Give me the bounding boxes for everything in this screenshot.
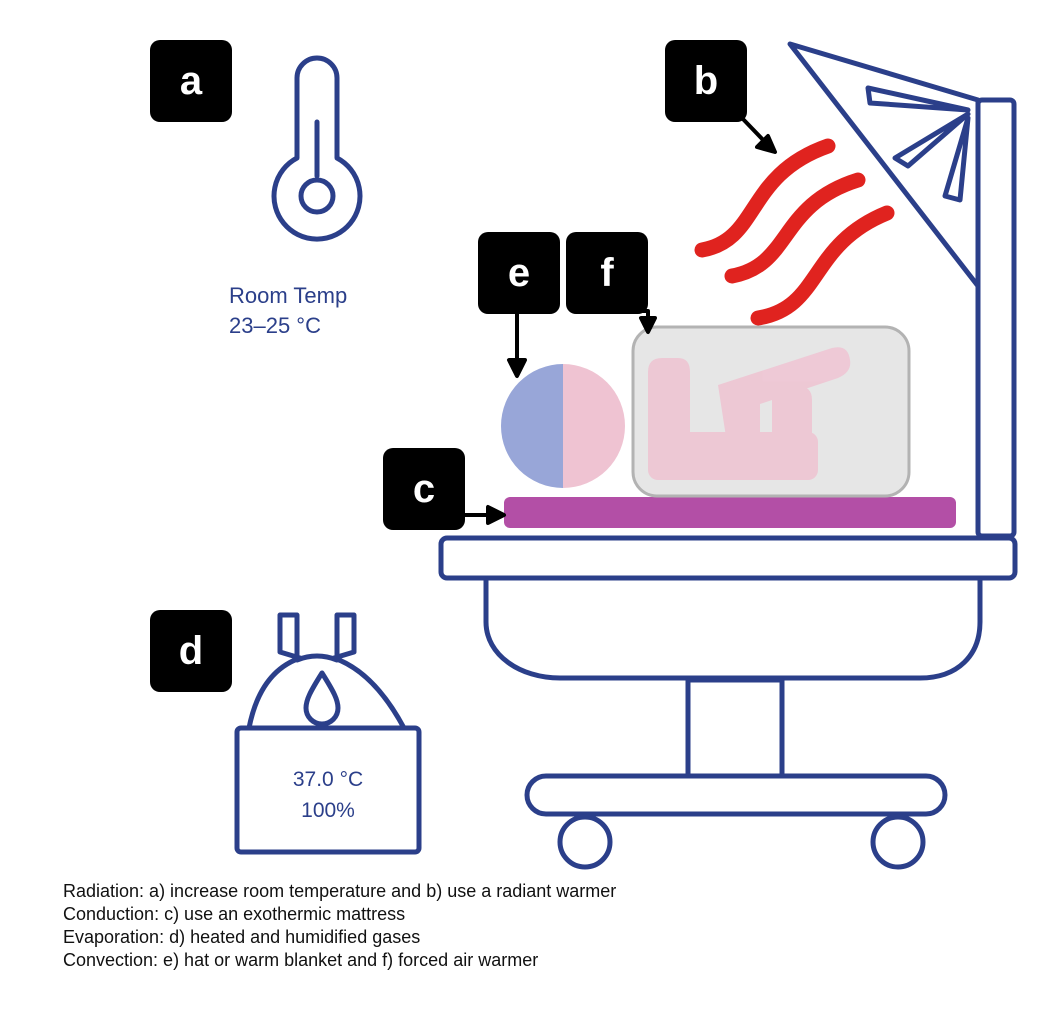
baby-face <box>563 364 625 488</box>
baby-leg-upper <box>648 358 690 450</box>
wheel-right <box>870 814 926 870</box>
heat-wave-icon <box>694 138 895 326</box>
humidifier-top <box>246 612 407 731</box>
label-b-text: b <box>694 59 718 103</box>
bed-base <box>524 773 948 817</box>
arrow-c-head <box>486 505 506 525</box>
label-c-text: c <box>413 467 435 511</box>
pointer-arrows <box>463 116 777 525</box>
thermometer-outline <box>271 55 363 242</box>
room-temp-range: 23–25 °C <box>229 313 321 338</box>
warmer-pole <box>975 97 1017 539</box>
arrow-f-head <box>639 316 657 334</box>
label-a-text: a <box>180 59 203 103</box>
room-temp-label: Room Temp <box>229 283 347 308</box>
humidifier <box>234 612 422 855</box>
label-a: a <box>150 40 232 122</box>
heat-wave-1 <box>694 138 836 258</box>
bed-stand <box>685 677 785 779</box>
water-drop-icon <box>303 670 341 727</box>
warmer-bed <box>438 535 1018 870</box>
lamp-reflector-2 <box>892 111 971 169</box>
label-e: e <box>478 232 560 314</box>
baby-head <box>501 364 625 488</box>
legend-convection: Convection: e) hat or warm blanket and f… <box>63 950 539 970</box>
label-e-text: e <box>508 251 530 295</box>
hat <box>501 364 563 488</box>
legend-list: Radiation: a) increase room temperature … <box>63 880 963 972</box>
lamp-reflector-3 <box>942 115 971 203</box>
wheel-left <box>557 814 613 870</box>
baby-body <box>648 347 851 480</box>
warmer-lamp-head <box>787 41 981 289</box>
baby-arm <box>772 386 812 440</box>
heat-wave-2 <box>724 172 866 284</box>
bed-tray <box>438 535 1018 581</box>
heat-wave-3 <box>750 205 895 326</box>
humidifier-humidity: 100% <box>301 799 355 822</box>
exothermic-mattress <box>504 497 956 528</box>
legend-evaporation: Evaporation: d) heated and humidified ga… <box>63 927 421 947</box>
arrow-e-head <box>507 358 527 378</box>
label-d: d <box>150 610 232 692</box>
label-f: f <box>566 232 648 314</box>
label-c: c <box>383 448 465 530</box>
thermometer-icon <box>271 55 363 242</box>
humidifier-temperature: 37.0 °C <box>293 768 363 791</box>
bed-basin <box>483 577 983 681</box>
label-b: b <box>665 40 747 122</box>
thermometer-bulb <box>298 177 336 215</box>
label-f-text: f <box>600 251 614 295</box>
legend-radiation: Radiation: a) increase room temperature … <box>63 881 617 901</box>
baby-torso <box>648 432 818 480</box>
lamp-reflector-1 <box>865 85 971 113</box>
baby-leg-lower <box>718 347 851 450</box>
legend-conduction: Conduction: c) use an exothermic mattres… <box>63 904 406 924</box>
arrow-b-head <box>755 134 777 154</box>
humidifier-body <box>234 725 422 855</box>
label-d-text: d <box>179 629 203 673</box>
